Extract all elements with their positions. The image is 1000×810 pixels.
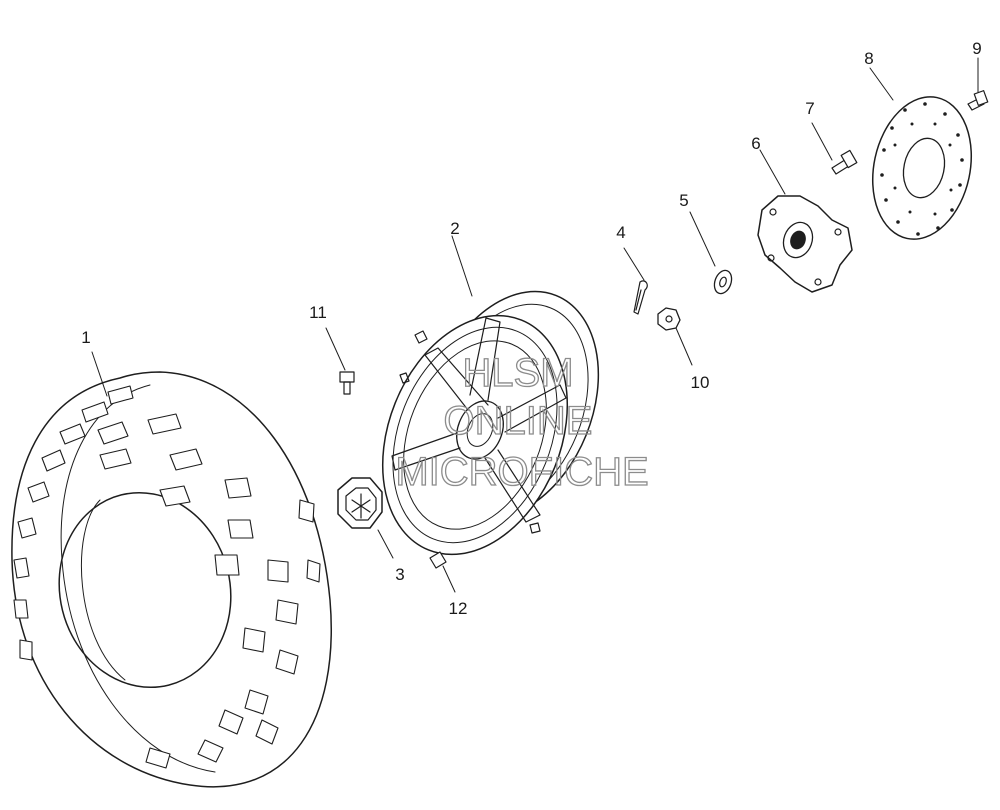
callout-3: 3 <box>395 565 404 584</box>
wheel-stud-part <box>429 551 456 593</box>
wheel-rim-part <box>381 235 600 556</box>
callout-4: 4 <box>616 223 625 242</box>
hub-bolt-part <box>811 122 858 175</box>
callout-10: 10 <box>691 373 710 392</box>
callout-1: 1 <box>81 328 90 347</box>
washer-part <box>689 211 733 295</box>
callout-2: 2 <box>450 219 459 238</box>
disc-bolt-part <box>967 57 989 111</box>
callout-12: 12 <box>449 599 468 618</box>
valve-stem-part <box>325 327 355 395</box>
watermark-line-2: ONLINE <box>444 399 593 443</box>
callout-6: 6 <box>751 134 760 153</box>
callout-7: 7 <box>805 99 814 118</box>
brake-disc-part <box>869 67 973 240</box>
callout-11: 11 <box>309 303 327 322</box>
watermark: HLSM ONLINE MICROFICHE <box>395 350 650 494</box>
callout-8: 8 <box>864 49 873 68</box>
callout-labels: 1 2 3 4 5 6 7 8 9 10 11 12 <box>81 39 981 618</box>
cotter-pin-part <box>623 247 648 315</box>
watermark-line-3: MICROFICHE <box>395 450 648 494</box>
callout-9: 9 <box>972 39 981 58</box>
tire-part <box>11 351 332 788</box>
castle-nut-part <box>657 307 693 366</box>
callout-5: 5 <box>679 191 688 210</box>
wheel-hub-part <box>757 149 853 293</box>
hub-cap-part <box>337 477 394 559</box>
watermark-line-1: HLSM <box>462 351 573 395</box>
